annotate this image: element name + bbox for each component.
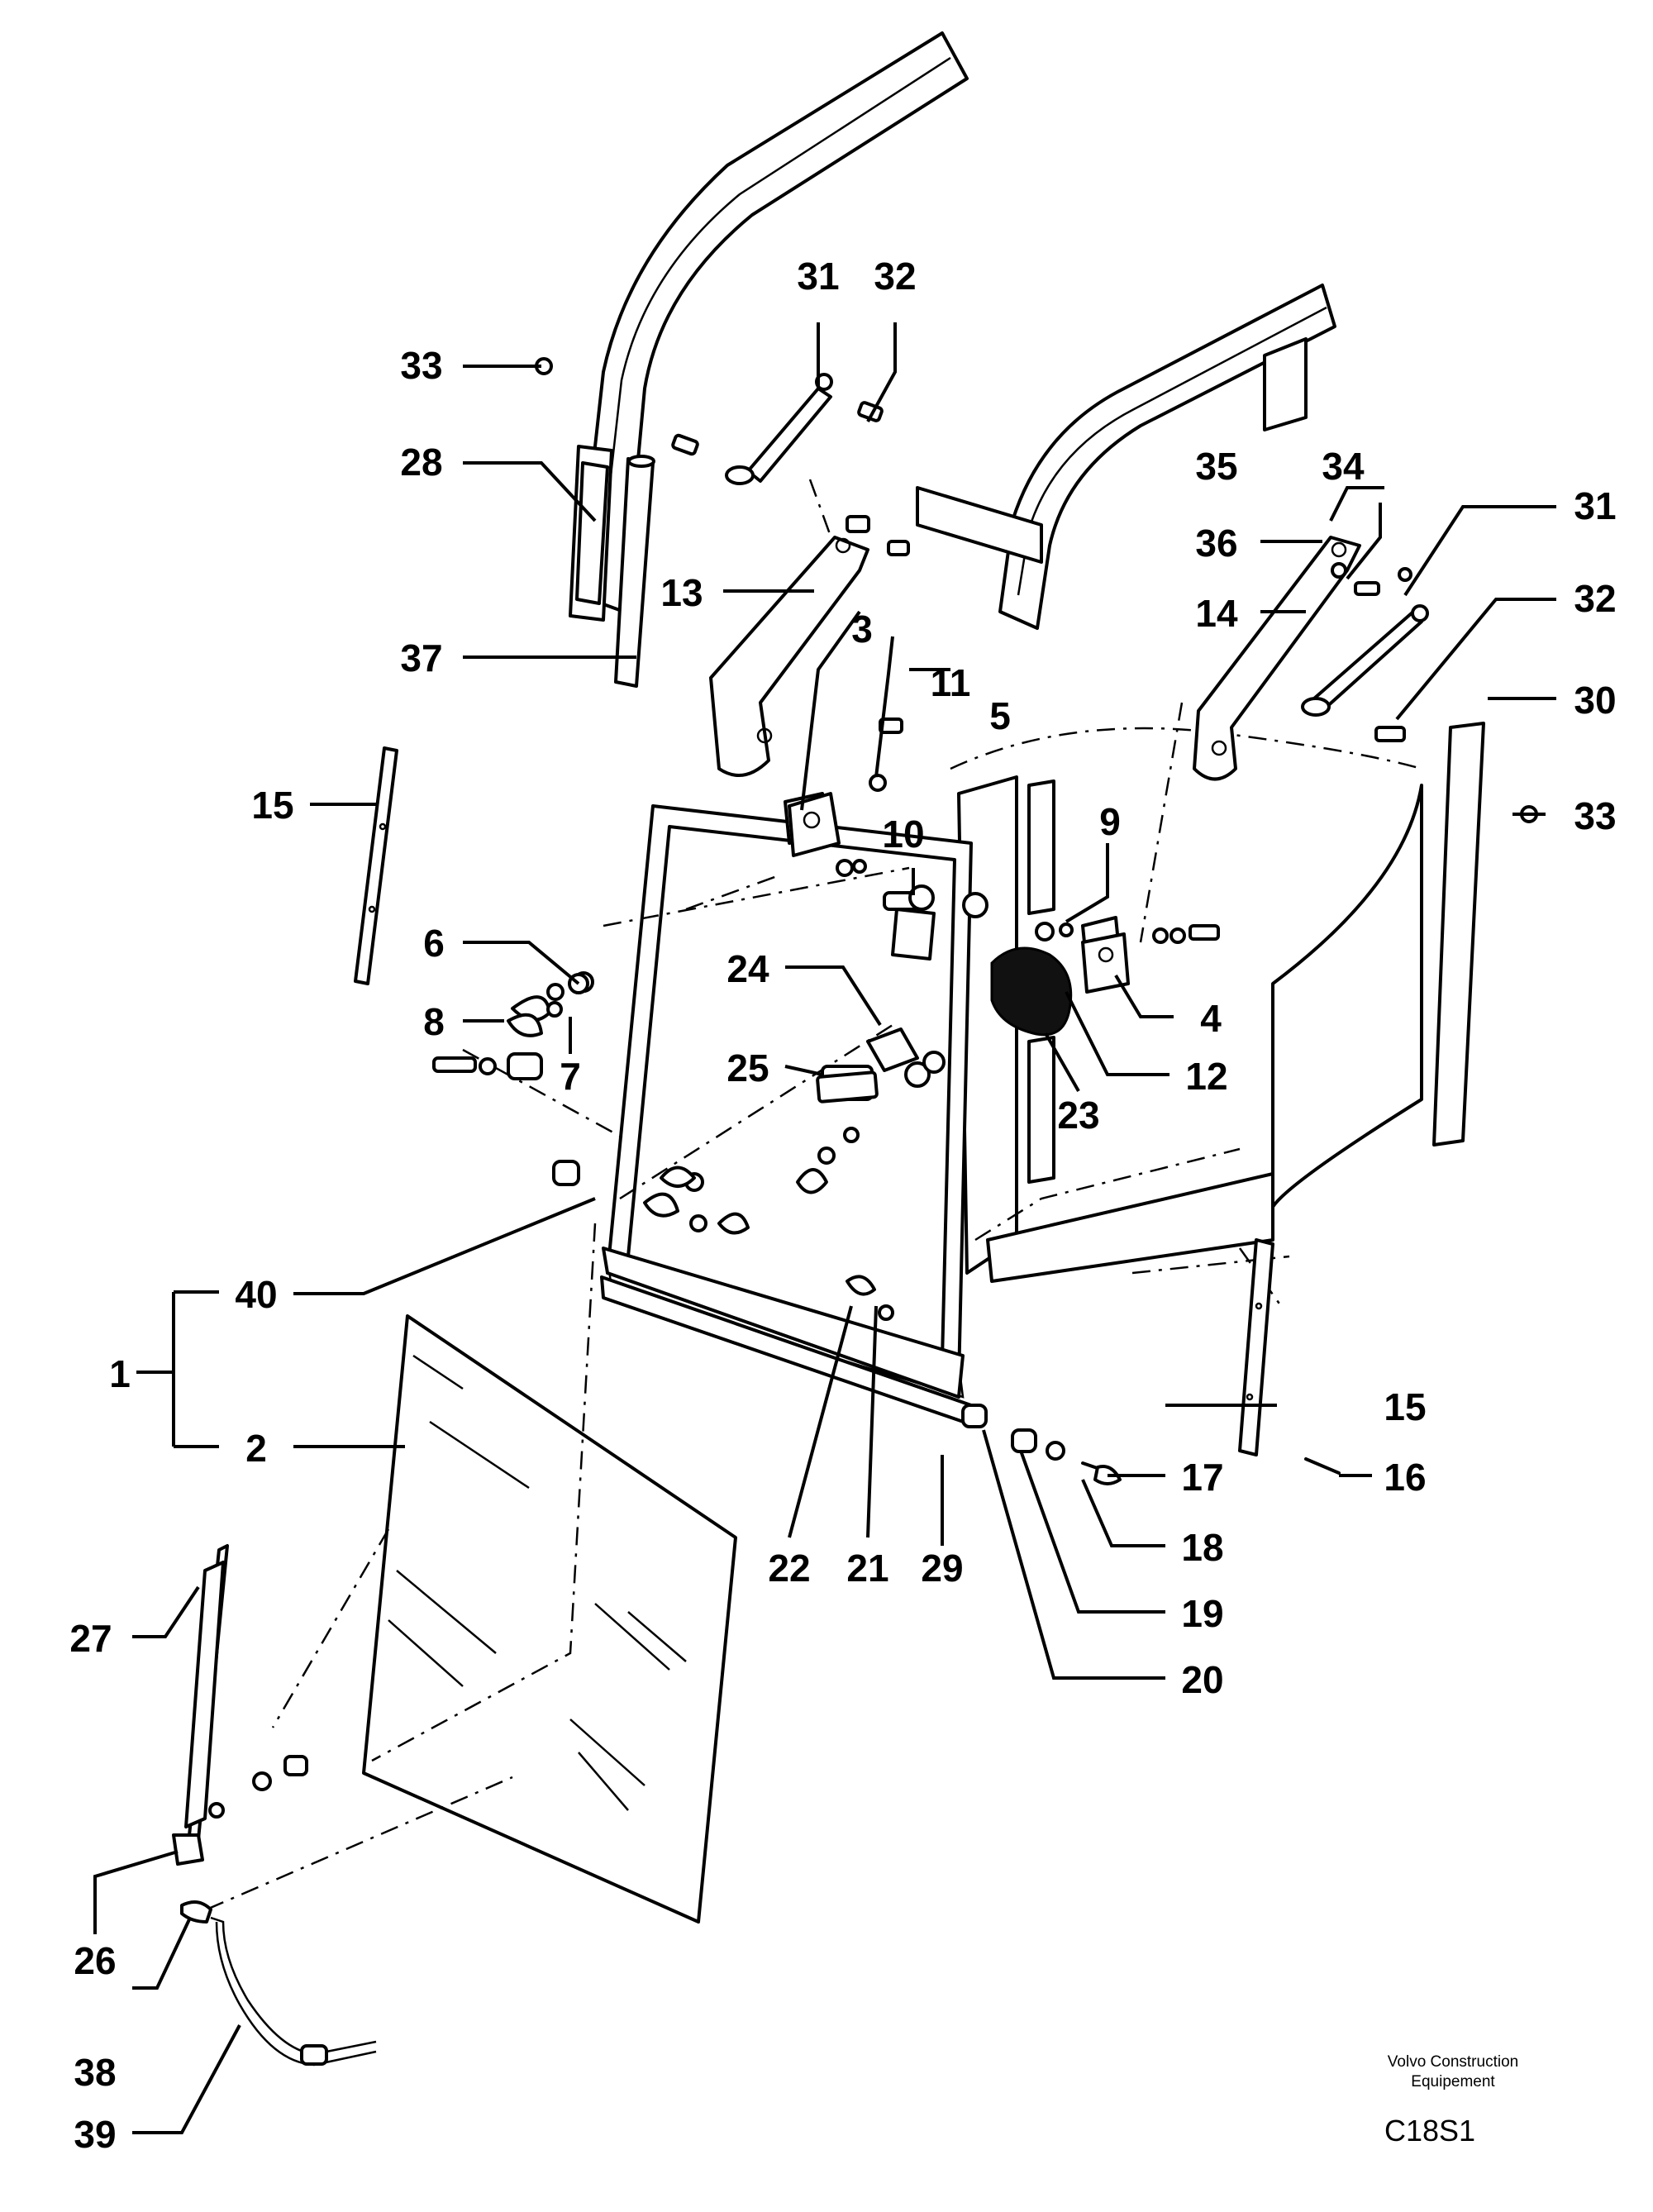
callout-33-right: 33 xyxy=(1574,794,1616,837)
brand-line-2: Equipement xyxy=(1411,2073,1495,2090)
callout-4: 4 xyxy=(1200,997,1222,1040)
callout-7: 7 xyxy=(560,1055,581,1098)
callout-15-right: 15 xyxy=(1384,1385,1426,1428)
gas-strut-right xyxy=(1301,604,1429,717)
callout-2: 2 xyxy=(245,1427,267,1470)
callout-13: 13 xyxy=(660,571,703,614)
cab-left-pillar xyxy=(577,31,969,613)
rear-strip-30 xyxy=(1432,722,1485,1147)
callout-39: 39 xyxy=(74,2113,116,2156)
callout-38: 38 xyxy=(74,2051,116,2094)
callout-21: 21 xyxy=(846,1547,888,1590)
callout-20: 20 xyxy=(1181,1658,1223,1701)
callout-34: 34 xyxy=(1322,445,1365,488)
callout-3: 3 xyxy=(851,608,873,651)
callout-10: 10 xyxy=(882,813,924,856)
callout-8: 8 xyxy=(423,1000,445,1043)
callout-35: 35 xyxy=(1195,445,1237,488)
callout-40: 40 xyxy=(235,1273,277,1316)
left-rail-28 xyxy=(569,445,613,622)
washer-nozzle-hose xyxy=(180,1900,377,2067)
leader-lines xyxy=(93,322,1556,2134)
side-strip-15-left xyxy=(354,746,398,985)
side-strip-37 xyxy=(614,455,655,688)
cab-slot-channels xyxy=(1027,779,1055,1184)
gas-strut-left xyxy=(725,373,833,485)
callout-labels: 31 32 33 28 37 13 3 11 5 10 9 35 34 36 1… xyxy=(69,255,1616,2156)
callout-14: 14 xyxy=(1195,592,1238,635)
hinge-arm-14 xyxy=(1193,536,1361,781)
callout-29: 29 xyxy=(921,1547,963,1590)
callout-31-right: 31 xyxy=(1574,484,1616,527)
callout-6: 6 xyxy=(423,922,445,965)
callout-32-right: 32 xyxy=(1574,577,1616,620)
callout-31: 31 xyxy=(797,255,839,298)
callout-18: 18 xyxy=(1181,1526,1223,1569)
callout-23: 23 xyxy=(1057,1094,1099,1137)
callout-12: 12 xyxy=(1185,1055,1227,1098)
footer-brand: Volvo Construction Equipement C18S1 xyxy=(1384,2053,1518,2148)
callout-26: 26 xyxy=(74,1939,116,1982)
callout-33: 33 xyxy=(400,344,442,387)
dark-pad-23 xyxy=(990,946,1073,1037)
callout-1: 1 xyxy=(109,1352,131,1395)
callout-9: 9 xyxy=(1099,800,1121,843)
callout-19: 19 xyxy=(1181,1592,1223,1635)
callout-27: 27 xyxy=(69,1617,112,1660)
door-glass-pane xyxy=(362,1314,737,1924)
callout-25: 25 xyxy=(726,1046,769,1089)
brand-line-1: Volvo Construction xyxy=(1388,2053,1518,2071)
callout-5: 5 xyxy=(989,694,1011,737)
callout-11: 11 xyxy=(931,661,971,704)
callout-37: 37 xyxy=(400,636,442,679)
side-strip-15-right xyxy=(1238,1238,1274,1456)
callout-15-left: 15 xyxy=(251,784,293,827)
hinge-arm-13 xyxy=(709,536,869,777)
wiper-blade xyxy=(172,1544,308,1866)
callout-28: 28 xyxy=(400,441,442,484)
callout-17: 17 xyxy=(1181,1456,1223,1499)
callout-36: 36 xyxy=(1195,522,1237,565)
drawing-code: C18S1 xyxy=(1384,2114,1475,2148)
hinge-bracket-3 xyxy=(788,792,841,857)
lock-mechanism xyxy=(816,1027,946,1104)
stop-parts-6-7-8 xyxy=(507,973,589,1037)
callout-24: 24 xyxy=(726,947,769,990)
callout-30: 30 xyxy=(1574,679,1616,722)
callout-32: 32 xyxy=(874,255,916,298)
callout-22: 22 xyxy=(768,1547,810,1590)
callout-16: 16 xyxy=(1384,1456,1426,1499)
cab-right-pillar xyxy=(916,284,1336,630)
